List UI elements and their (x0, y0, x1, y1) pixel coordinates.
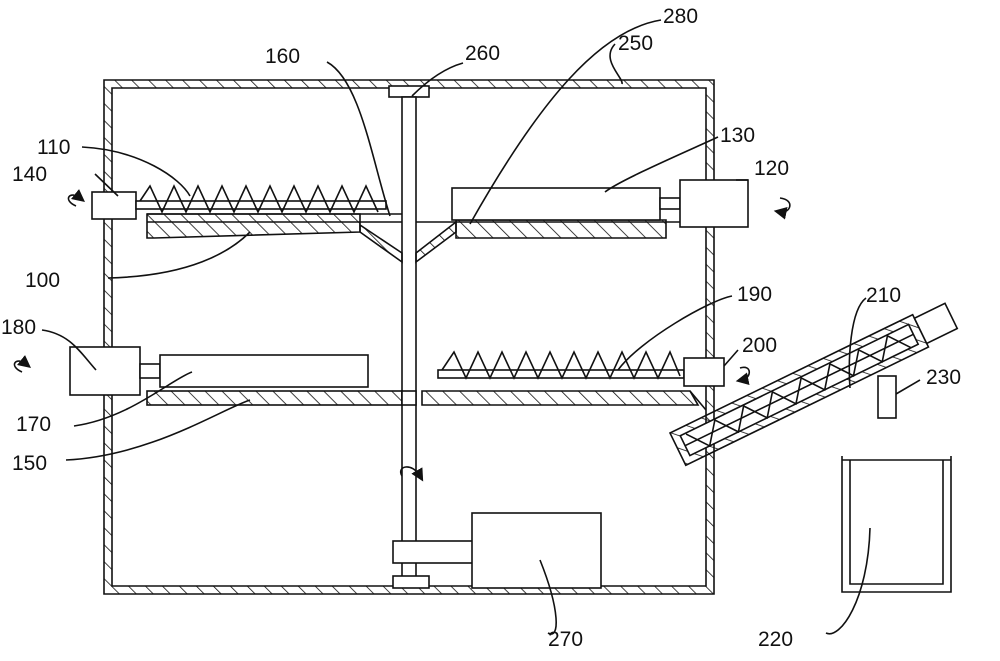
label-170: 170 (16, 413, 51, 436)
label-120: 120 (754, 157, 789, 180)
label-260: 260 (465, 42, 500, 65)
inclined-conveyor (668, 302, 959, 467)
rotation-arrow-120 (773, 197, 791, 220)
rotation-arrow-shaft (399, 466, 424, 482)
rotation-arrow-140 (67, 189, 86, 207)
upper-scraper (451, 179, 749, 228)
label-150: 150 (12, 452, 47, 475)
label-180: 180 (1, 316, 36, 339)
label-160: 160 (265, 45, 300, 68)
label-190: 190 (737, 283, 772, 306)
collection-bin (841, 456, 952, 593)
label-220: 220 (758, 628, 793, 651)
lower-tray (146, 390, 700, 406)
outlet-230 (877, 375, 897, 419)
upper-tray (146, 213, 680, 264)
rotation-arrow-200 (735, 366, 751, 386)
label-270: 270 (548, 628, 583, 651)
label-230: 230 (926, 366, 961, 389)
label-210: 210 (866, 284, 901, 307)
label-250: 250 (618, 32, 653, 55)
label-130: 130 (720, 124, 755, 147)
label-280: 280 (663, 5, 698, 28)
label-200: 200 (742, 334, 777, 357)
leader-lines (41, 19, 921, 635)
motor-270 (471, 512, 602, 589)
label-140: 140 (12, 163, 47, 186)
central-shaft (388, 85, 474, 589)
label-110: 110 (37, 136, 70, 159)
housing-wall (103, 79, 715, 595)
chute (689, 390, 707, 411)
reference-labels: 110 140 100 160 260 250 280 130 120 180 … (1, 5, 961, 651)
lower-scraper (69, 346, 369, 396)
rotation-arrow-180 (13, 355, 32, 373)
lower-screw (437, 350, 725, 387)
label-100: 100 (25, 269, 60, 292)
